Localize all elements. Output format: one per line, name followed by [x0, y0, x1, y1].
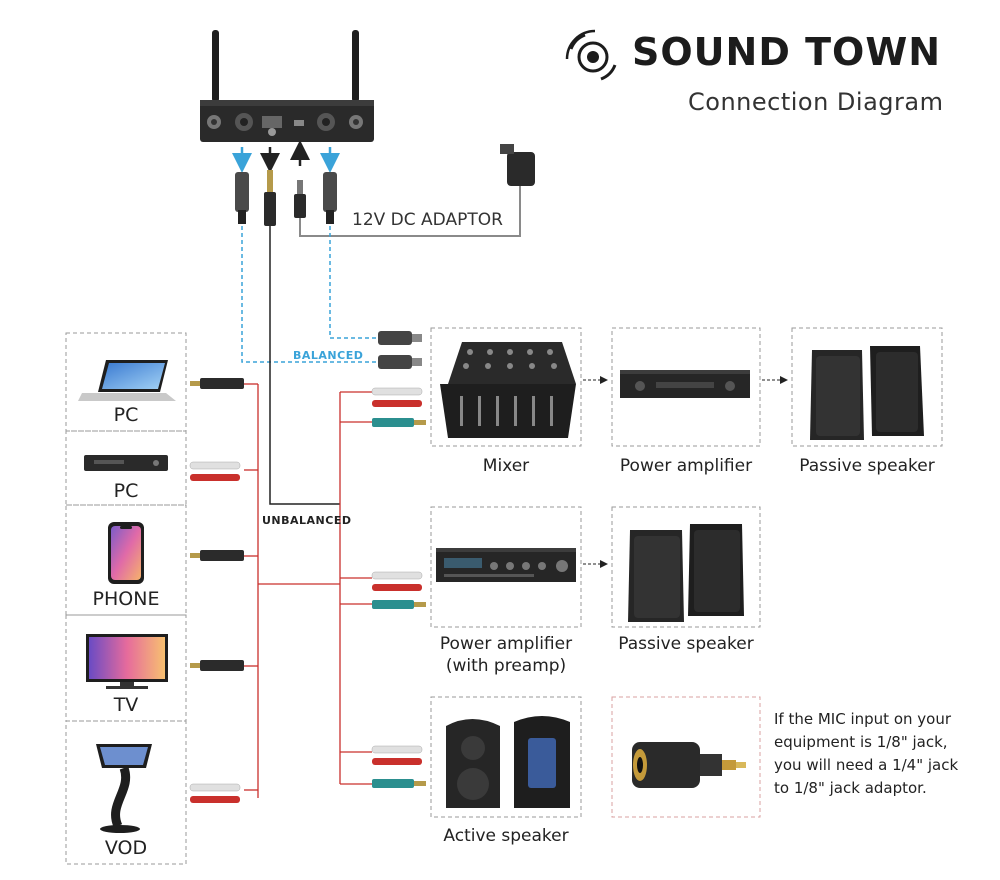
device-label-preamp-line1: Power amplifier [439, 634, 573, 654]
power-amplifier-icon [620, 370, 750, 398]
diagram-title: Connection Diagram [688, 88, 944, 116]
active-speaker-icon [446, 716, 570, 808]
note-line: you will need a 1/4" jack [774, 756, 959, 774]
note-line: to 1/8" jack adaptor. [774, 779, 927, 797]
phone-icon [108, 522, 144, 584]
balanced-label: BALANCED [293, 349, 364, 362]
unbalanced-cable-lines [244, 383, 372, 798]
destination-device-boxes [430, 327, 943, 818]
aux-plug-icon [190, 378, 244, 389]
tv-icon [86, 634, 168, 689]
rca-plug-icon [189, 783, 241, 803]
device-label-passive-speaker: Passive speaker [799, 456, 935, 476]
xlr-connector-icon [323, 172, 337, 224]
dvd-player-icon [84, 455, 168, 471]
adaptor-box [611, 696, 761, 818]
device-label-mixer: Mixer [482, 456, 530, 476]
kiosk-icon [96, 744, 152, 833]
source-device-boxes [65, 332, 187, 865]
device-label-passive-speaker-2: Passive speaker [618, 634, 754, 654]
xlr-connector-icon [235, 172, 249, 224]
source-label-tv: TV [113, 694, 139, 716]
quarter-inch-jack-icon [264, 170, 276, 226]
rca-plug-icon [189, 461, 241, 481]
preamp-amplifier-icon [436, 548, 576, 582]
brand-name: SOUND TOWN [632, 30, 942, 74]
note-line: If the MIC input on your [774, 710, 951, 728]
note-line: equipment is 1/8" jack, [774, 733, 948, 751]
source-label-phone: PHONE [92, 588, 160, 610]
source-label-pc-laptop: PC [113, 404, 139, 426]
jack-adaptor-icon [632, 742, 746, 788]
source-label-vod: VOD [104, 837, 148, 859]
aux-plug-icon [190, 550, 244, 561]
wireless-receiver-icon [200, 30, 374, 142]
adaptor-note: If the MIC input on your equipment is 1/… [774, 708, 994, 800]
device-label-power-amp: Power amplifier [619, 456, 753, 476]
passive-speaker-icon [628, 524, 744, 622]
aux-plug-icon [190, 660, 244, 671]
device-label-active-speaker: Active speaker [443, 826, 569, 846]
device-label-preamp-line2: (with preamp) [445, 656, 567, 676]
sound-town-logo-icon [565, 29, 617, 81]
laptop-icon [78, 360, 176, 401]
passive-speaker-icon [810, 346, 924, 440]
unbalanced-label: UNBALANCED [262, 514, 352, 527]
power-adaptor-icon [299, 144, 535, 237]
balanced-cable-lines [241, 226, 378, 363]
dc-adaptor-label: 12V DC ADAPTOR [352, 210, 503, 230]
source-label-pc-player: PC [113, 480, 139, 502]
input-plugs [371, 387, 426, 788]
dc-plug-icon [294, 180, 306, 218]
mixer-icon [440, 342, 576, 438]
